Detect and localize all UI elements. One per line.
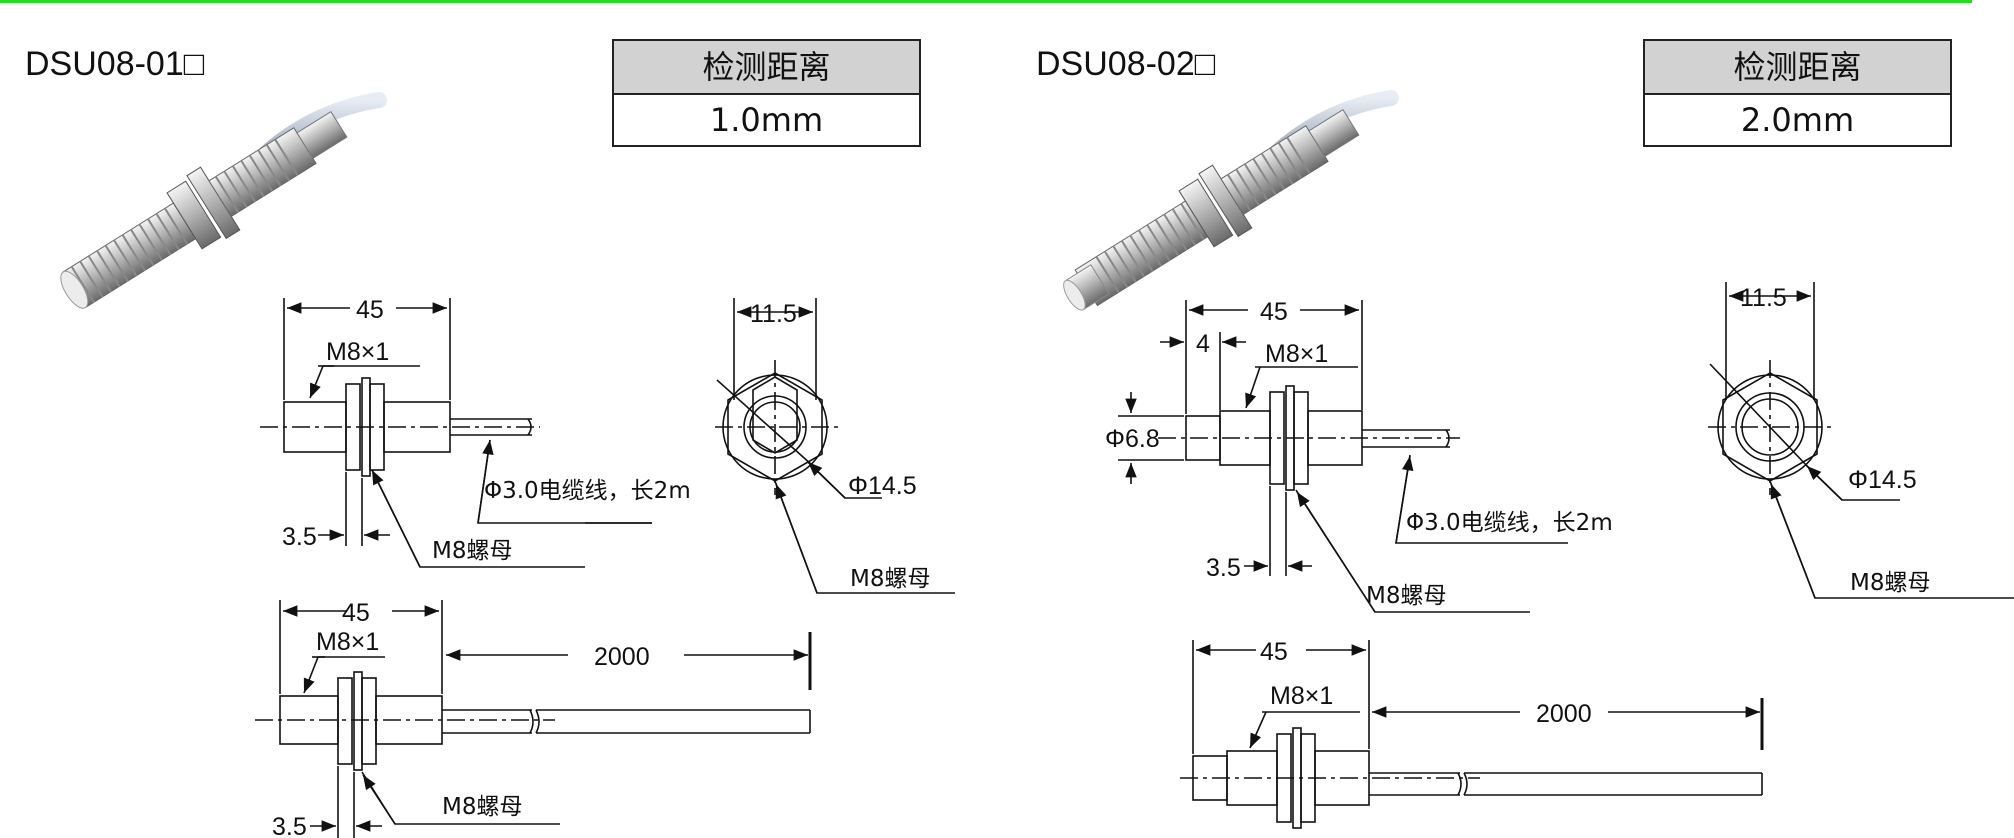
left-side-view-bottom bbox=[255, 600, 812, 838]
right-front-view bbox=[1708, 282, 2014, 599]
dim-right-45-bot: 45 bbox=[1260, 638, 1288, 666]
spec-table-left: 检测距离 1.0mm bbox=[612, 39, 921, 147]
left-side-view-top bbox=[260, 298, 652, 568]
top-accent-line bbox=[0, 0, 1972, 3]
dim-left-front-width: 11.5 bbox=[750, 300, 797, 328]
dim-right-45-top: 45 bbox=[1260, 298, 1288, 326]
model-right: DSU08-02□ bbox=[1036, 45, 1216, 83]
dim-right-dia-head: Φ6.8 bbox=[1105, 425, 1160, 453]
dim-right-front-width: 11.5 bbox=[1740, 284, 1787, 312]
dim-right-thread-top: M8×1 bbox=[1265, 340, 1328, 368]
label-left-cable: Φ3.0电缆线，长2m bbox=[484, 478, 691, 504]
spec-header-right: 检测距离 bbox=[1645, 41, 1950, 95]
dim-left-nut-thk: 3.5 bbox=[282, 523, 317, 551]
dim-right-front-dia: Φ14.5 bbox=[1848, 466, 1917, 494]
dim-left-cable-len: 2000 bbox=[594, 643, 650, 671]
label-left-nut-front: M8螺母 bbox=[850, 566, 930, 592]
model-left: DSU08-01□ bbox=[25, 45, 205, 83]
label-right-nut-bottom: M8螺母 bbox=[1366, 583, 1446, 609]
dim-right-cable-len: 2000 bbox=[1536, 700, 1592, 728]
dim-left-45-bot: 45 bbox=[342, 599, 370, 627]
dim-left-thread-top: M8×1 bbox=[326, 338, 389, 366]
dim-right-nut-thk: 3.5 bbox=[1206, 554, 1241, 582]
sensor-photo-right bbox=[1063, 90, 1399, 311]
label-right-nut-front: M8螺母 bbox=[1850, 570, 1930, 596]
dim-left-front-dia: Φ14.5 bbox=[848, 472, 917, 500]
label-right-cable: Φ3.0电缆线，长2m bbox=[1406, 510, 1613, 536]
spec-header-left: 检测距离 bbox=[614, 41, 919, 95]
dim-right-thread-bot: M8×1 bbox=[1270, 682, 1333, 710]
dim-right-4: 4 bbox=[1196, 330, 1210, 358]
sensor-photo-left bbox=[60, 92, 387, 309]
label-left-nut-bot: M8螺母 bbox=[442, 794, 522, 820]
label-left-nut-bottom: M8螺母 bbox=[432, 538, 512, 564]
dim-left-nut-thk-bot: 3.5 bbox=[272, 813, 307, 838]
spec-table-right: 检测距离 2.0mm bbox=[1643, 39, 1952, 147]
left-front-view bbox=[715, 298, 955, 594]
right-side-view-bottom bbox=[1180, 640, 1764, 829]
spec-value-left: 1.0mm bbox=[709, 101, 824, 139]
right-side-view-top bbox=[1118, 300, 1568, 613]
dim-left-45-top: 45 bbox=[356, 296, 384, 324]
spec-value-right: 2.0mm bbox=[1740, 101, 1855, 139]
dim-left-thread-bot: M8×1 bbox=[316, 628, 379, 656]
